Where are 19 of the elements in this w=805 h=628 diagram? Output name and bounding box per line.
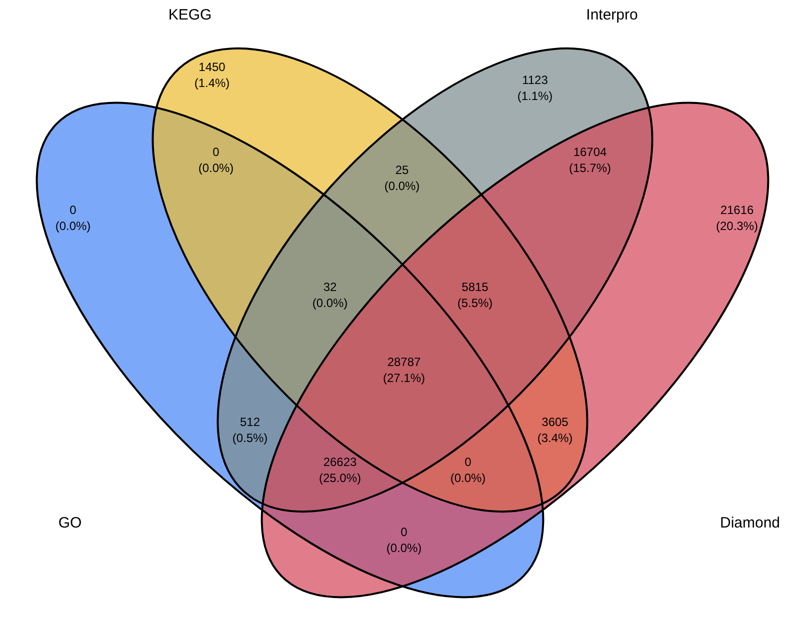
- region-count: 21616 (20.3%): [716, 202, 758, 234]
- region-count: 512 (0.5%): [232, 414, 268, 446]
- region-count: 0 (0.0%): [198, 144, 234, 176]
- set-label: GO: [58, 514, 82, 532]
- set-label: KEGG: [168, 6, 212, 24]
- region-count: 16704 (15.7%): [568, 144, 612, 176]
- region-count: 32 (0.0%): [312, 279, 348, 311]
- set-label: Diamond: [720, 514, 780, 532]
- region-count: 0 (0.0%): [386, 524, 422, 556]
- region-count: 0 (0.0%): [55, 202, 91, 234]
- region-count: 1123 (1.1%): [517, 72, 553, 104]
- region-count: 26623 (25.0%): [318, 454, 362, 486]
- region-count: 25 (0.0%): [384, 162, 420, 194]
- region-count: 1450 (1.4%): [194, 59, 230, 91]
- set-label: Interpro: [586, 6, 638, 24]
- region-count: 0 (0.0%): [450, 454, 486, 486]
- region-count: 3605 (3.4%): [537, 414, 573, 446]
- region-count: 5815 (5.5%): [457, 279, 493, 311]
- region-count: 28787 (27.1%): [382, 354, 426, 386]
